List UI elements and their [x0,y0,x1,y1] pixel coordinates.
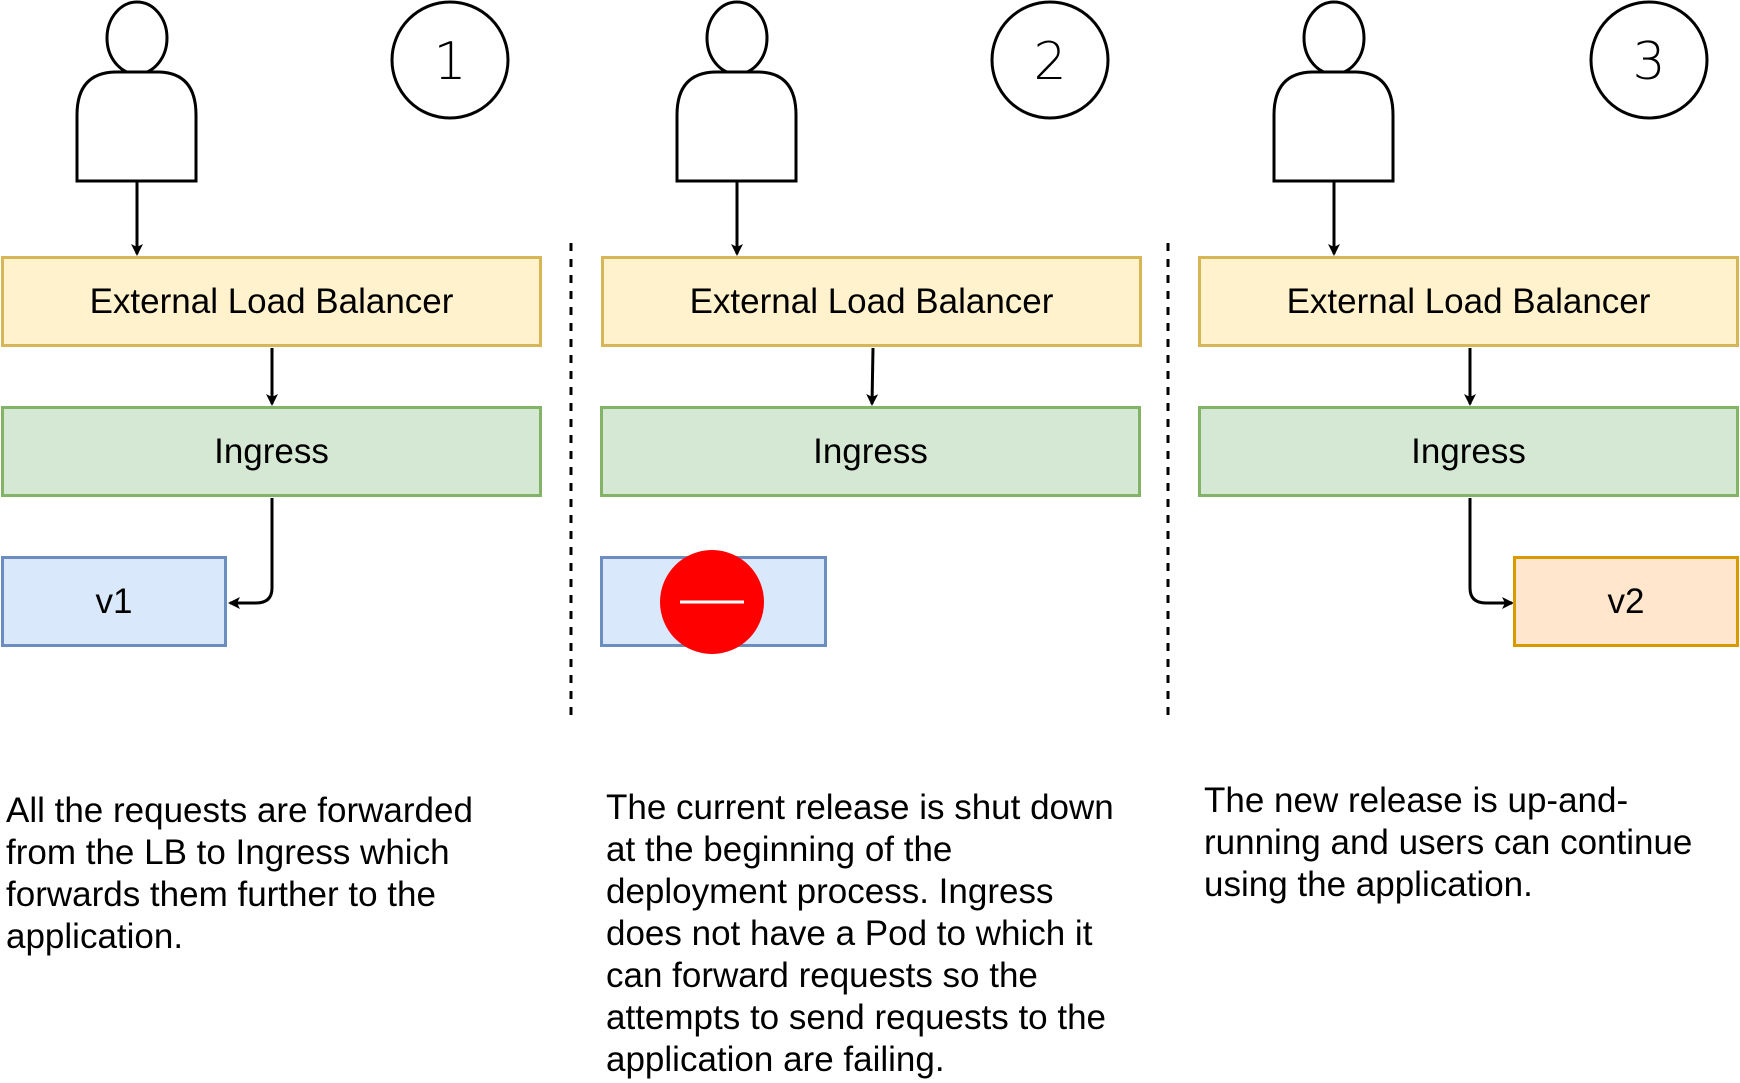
external-load-balancer-2: External Load Balancer [601,256,1142,347]
ingress-2: Ingress [600,406,1141,497]
arrow-ingress-to-v1 [228,498,274,609]
pod-v2: v2 [1513,556,1739,647]
pod-label-v2: v2 [1607,581,1645,621]
step-circle-2 [990,0,1110,120]
lb-label-3: External Load Balancer [1286,281,1651,321]
ingress-label-3: Ingress [1411,431,1526,471]
pod-label-v1: v1 [95,581,133,621]
description-1: All the requests are forwarded from the … [6,791,473,956]
step-number-3: 3 [1632,32,1665,92]
ingress-label-1: Ingress [214,431,329,471]
step-number-2: 2 [1033,32,1066,92]
step-circle-1 [390,0,510,120]
description-3: The new release is up-and- running and u… [1204,781,1693,904]
ingress-3: Ingress [1198,406,1739,497]
step-circle-3 [1589,0,1709,120]
ingress-1: Ingress [1,406,542,497]
external-load-balancer-1: External Load Balancer [1,256,542,347]
lb-label-2: External Load Balancer [689,281,1054,321]
user-icon-3 [1272,0,1395,183]
user-icon-2 [675,0,798,183]
pod-v1: v1 [1,556,227,647]
arrow-ingress-to-v2 [1468,498,1514,609]
description-2: The current release is shut down at the … [606,788,1114,1079]
stop-icon [660,550,764,654]
external-load-balancer-3: External Load Balancer [1198,256,1739,347]
ingress-label-2: Ingress [813,431,928,471]
user-icon-1 [75,0,198,183]
lb-label-1: External Load Balancer [89,281,454,321]
step-number-1: 1 [433,32,466,92]
arrow-lb-to-ingress-2 [866,347,879,406]
